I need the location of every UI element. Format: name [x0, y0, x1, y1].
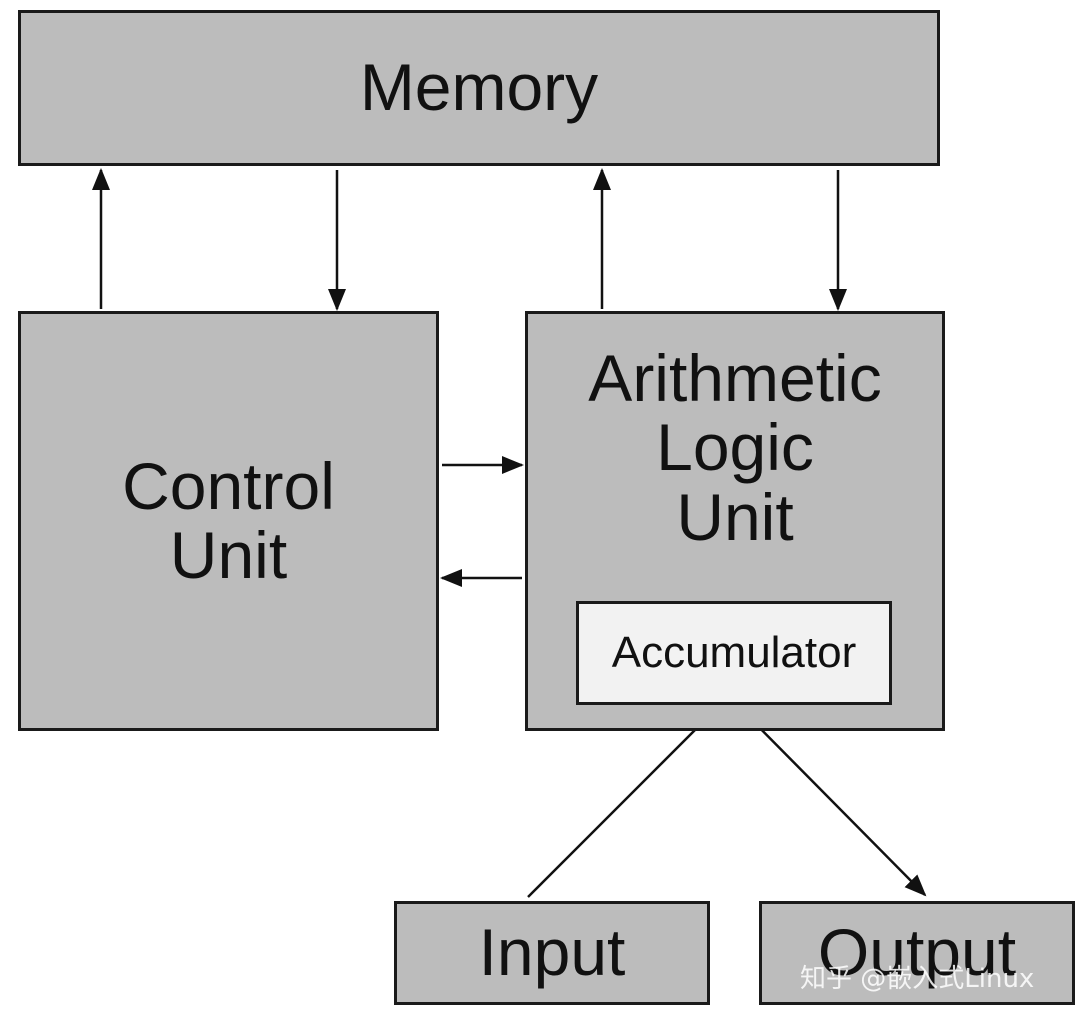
alu-label-line2: Logic [656, 410, 814, 485]
arrow-input-to-accumulator [527, 706, 719, 898]
input-box: Input [394, 901, 710, 1005]
accumulator-box: Accumulator [576, 601, 892, 705]
watermark: 知乎 @嵌入式Linux [800, 964, 1035, 994]
memory-box: Memory [18, 10, 940, 166]
alu-label-line3: Unit [676, 479, 794, 554]
control-unit-label-line1: Control [122, 448, 335, 523]
output-box: Output [759, 901, 1075, 1005]
control-unit-label-line2: Unit [169, 518, 288, 592]
memory-label: Memory [359, 50, 599, 125]
alu-label: Arithmetic Logic Unit [528, 341, 942, 554]
alu-label-line1: Arithmetic [588, 341, 882, 415]
accumulator-label: Accumulator [611, 627, 857, 677]
control-unit-box: Control Unit [18, 311, 439, 731]
output-label: Output [817, 915, 1017, 990]
arrow-accumulator-to-output [739, 707, 927, 897]
input-label: Input [478, 915, 626, 990]
